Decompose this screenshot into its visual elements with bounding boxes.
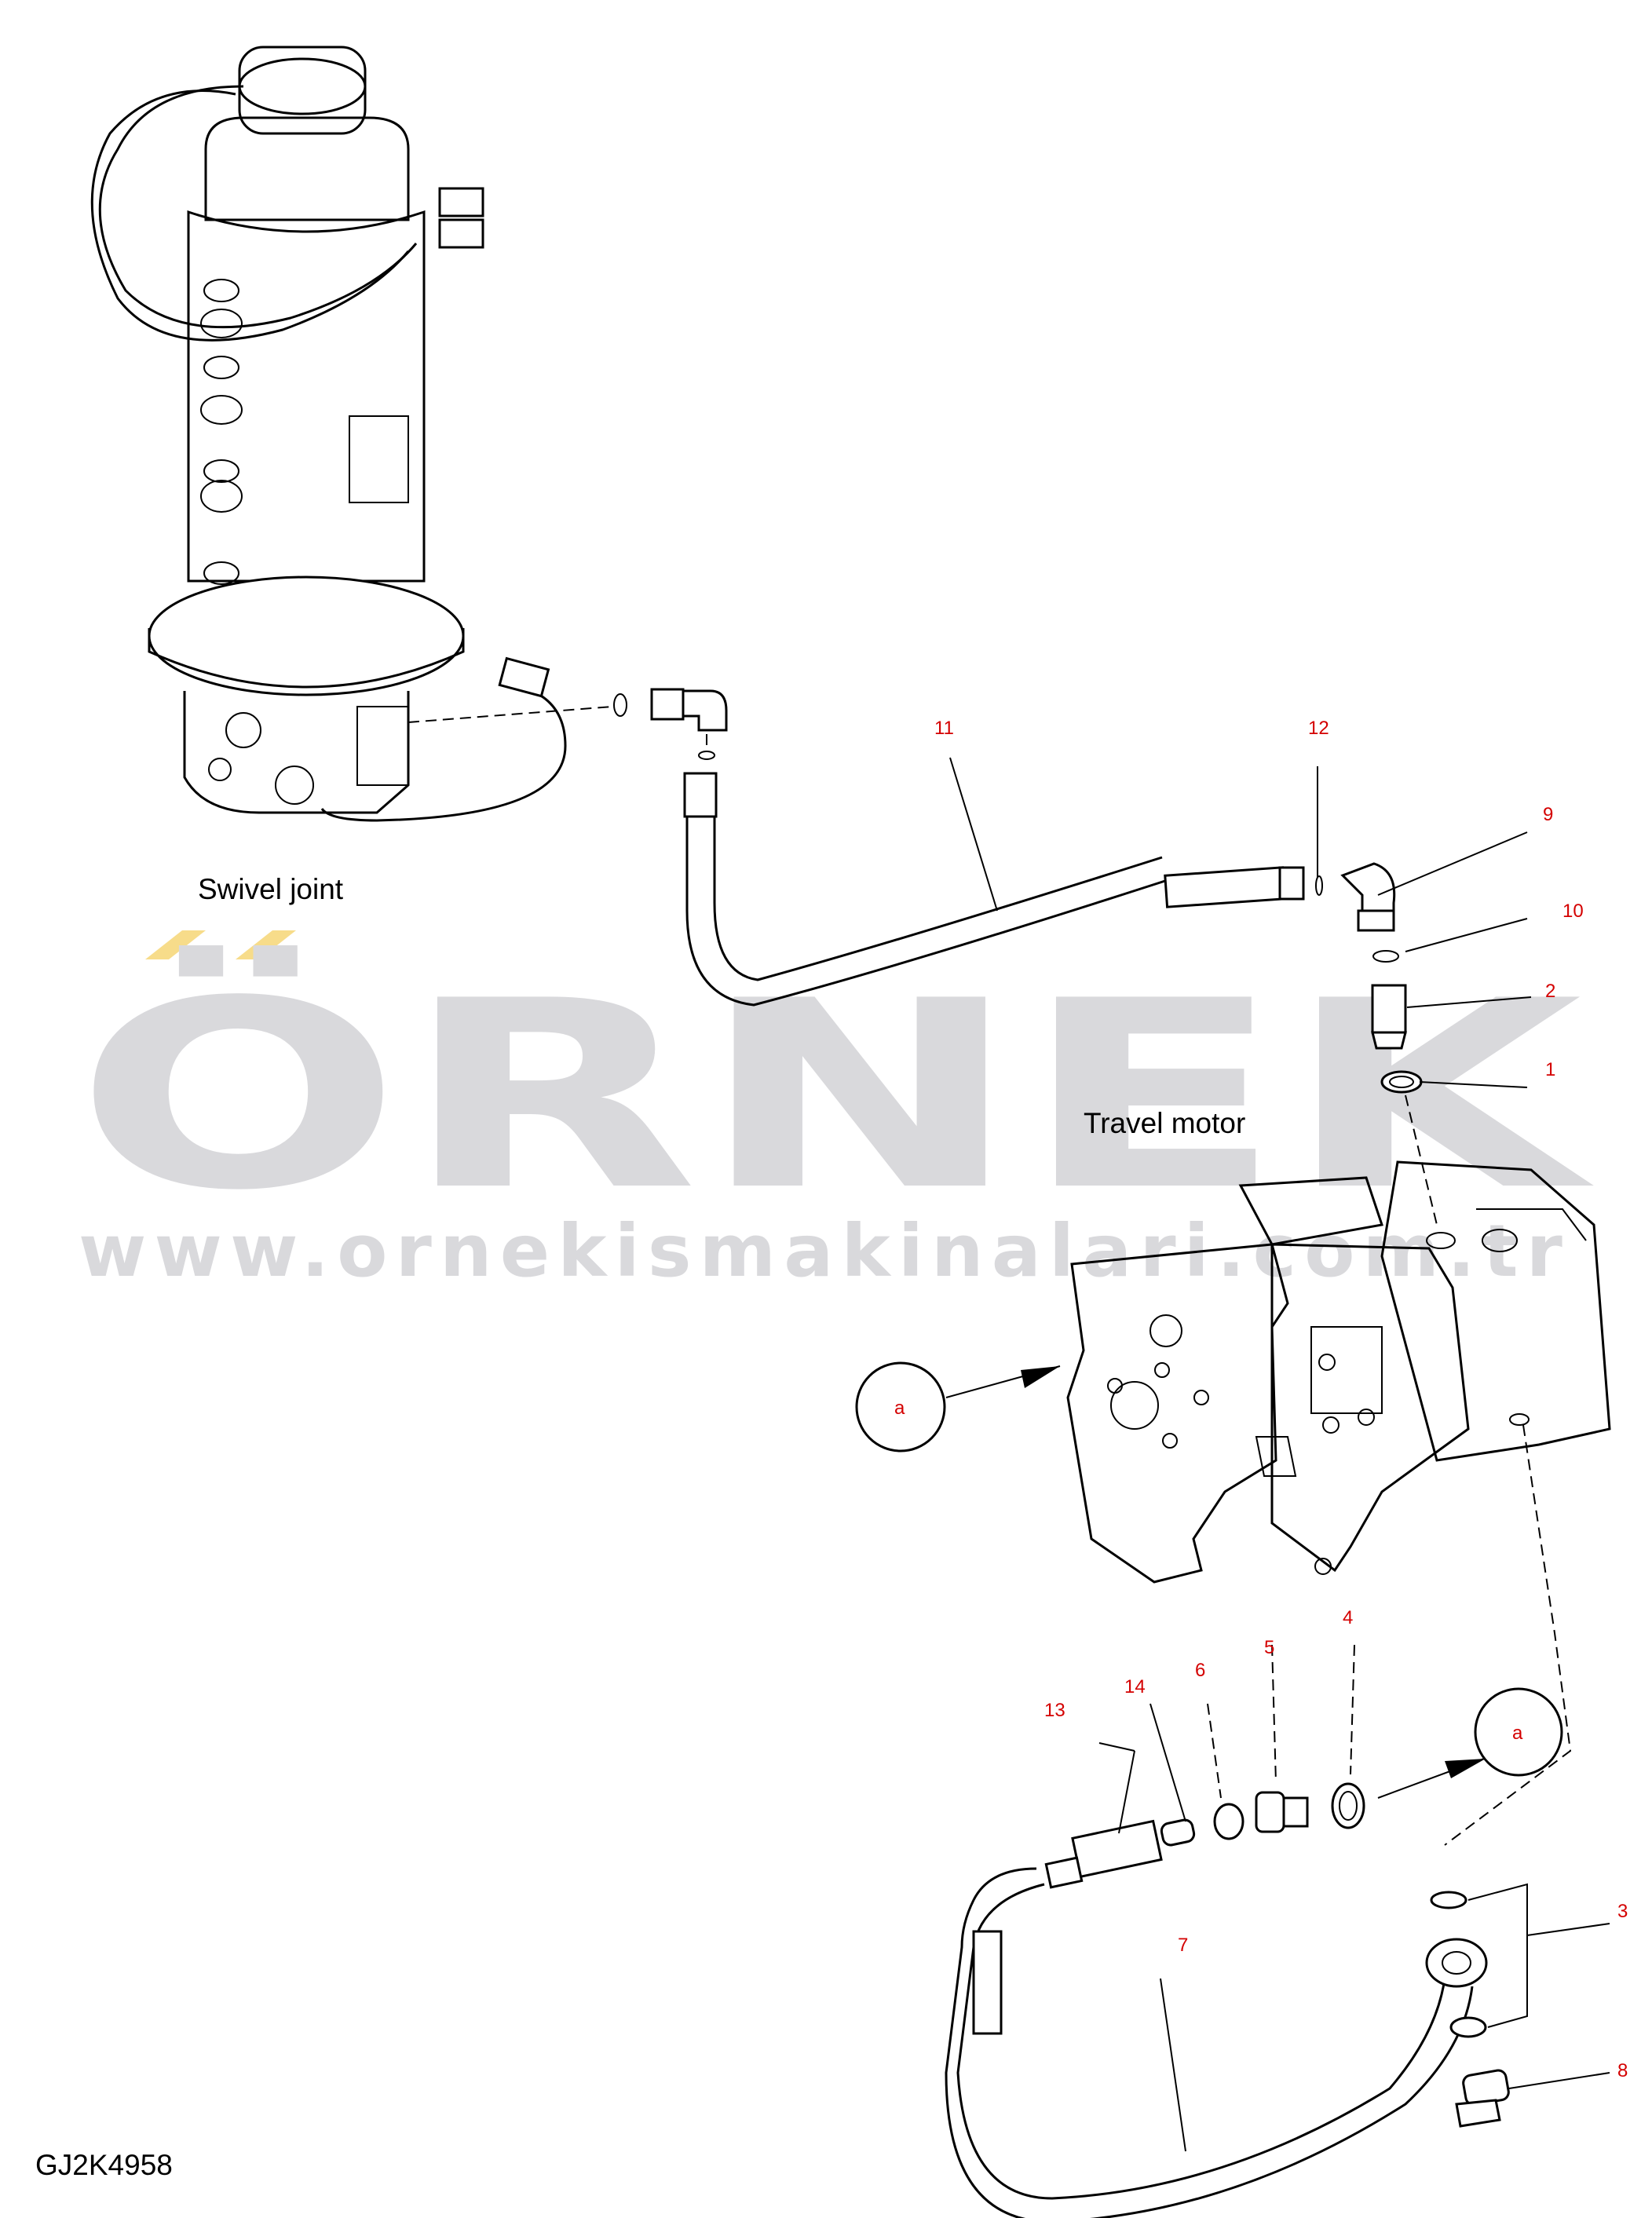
part-number-7: 7 [1178, 1935, 1188, 1956]
part-number-13: 13 [1044, 1700, 1065, 1721]
part-number-9: 9 [1543, 804, 1553, 825]
hose-11 [683, 772, 1323, 1007]
upper-fittings [1340, 862, 1438, 1226]
part-number-2: 2 [1545, 981, 1555, 1002]
callout-a-lower: a [1512, 1723, 1523, 1744]
part-number-1: 1 [1545, 1059, 1555, 1080]
drawing-code: GJ2K4958 [35, 2149, 173, 2181]
travel-motor-label: Travel motor [1084, 1107, 1245, 1139]
callout-a-upper: a [894, 1398, 905, 1419]
part-number-4: 4 [1343, 1607, 1353, 1628]
travel-motor-drawing [855, 1160, 1611, 1846]
watermark-accent-right [236, 930, 296, 959]
part-number-10: 10 [1562, 901, 1584, 922]
part-number-12: 12 [1308, 718, 1329, 739]
watermark-brand: ÖRNEK [75, 943, 1596, 1247]
part-number-6: 6 [1195, 1660, 1205, 1681]
part-number-14: 14 [1124, 1676, 1146, 1697]
swivel-joint-drawing [90, 46, 728, 822]
part-number-3: 3 [1617, 1901, 1628, 1922]
part-number-11: 11 [934, 718, 954, 739]
watermark-accent-left [145, 930, 206, 959]
lower-fittings [945, 1644, 1563, 2218]
swivel-joint-label: Swivel joint [198, 873, 344, 905]
watermark-url: www.ornekismakinalari.com.tr [79, 1209, 1570, 1293]
part-number-8: 8 [1617, 2060, 1628, 2081]
part-number-5: 5 [1264, 1637, 1274, 1658]
leader-lines [949, 757, 1610, 2152]
watermark: ÖRNEK www.ornekismakinalari.com.tr [75, 930, 1596, 1293]
